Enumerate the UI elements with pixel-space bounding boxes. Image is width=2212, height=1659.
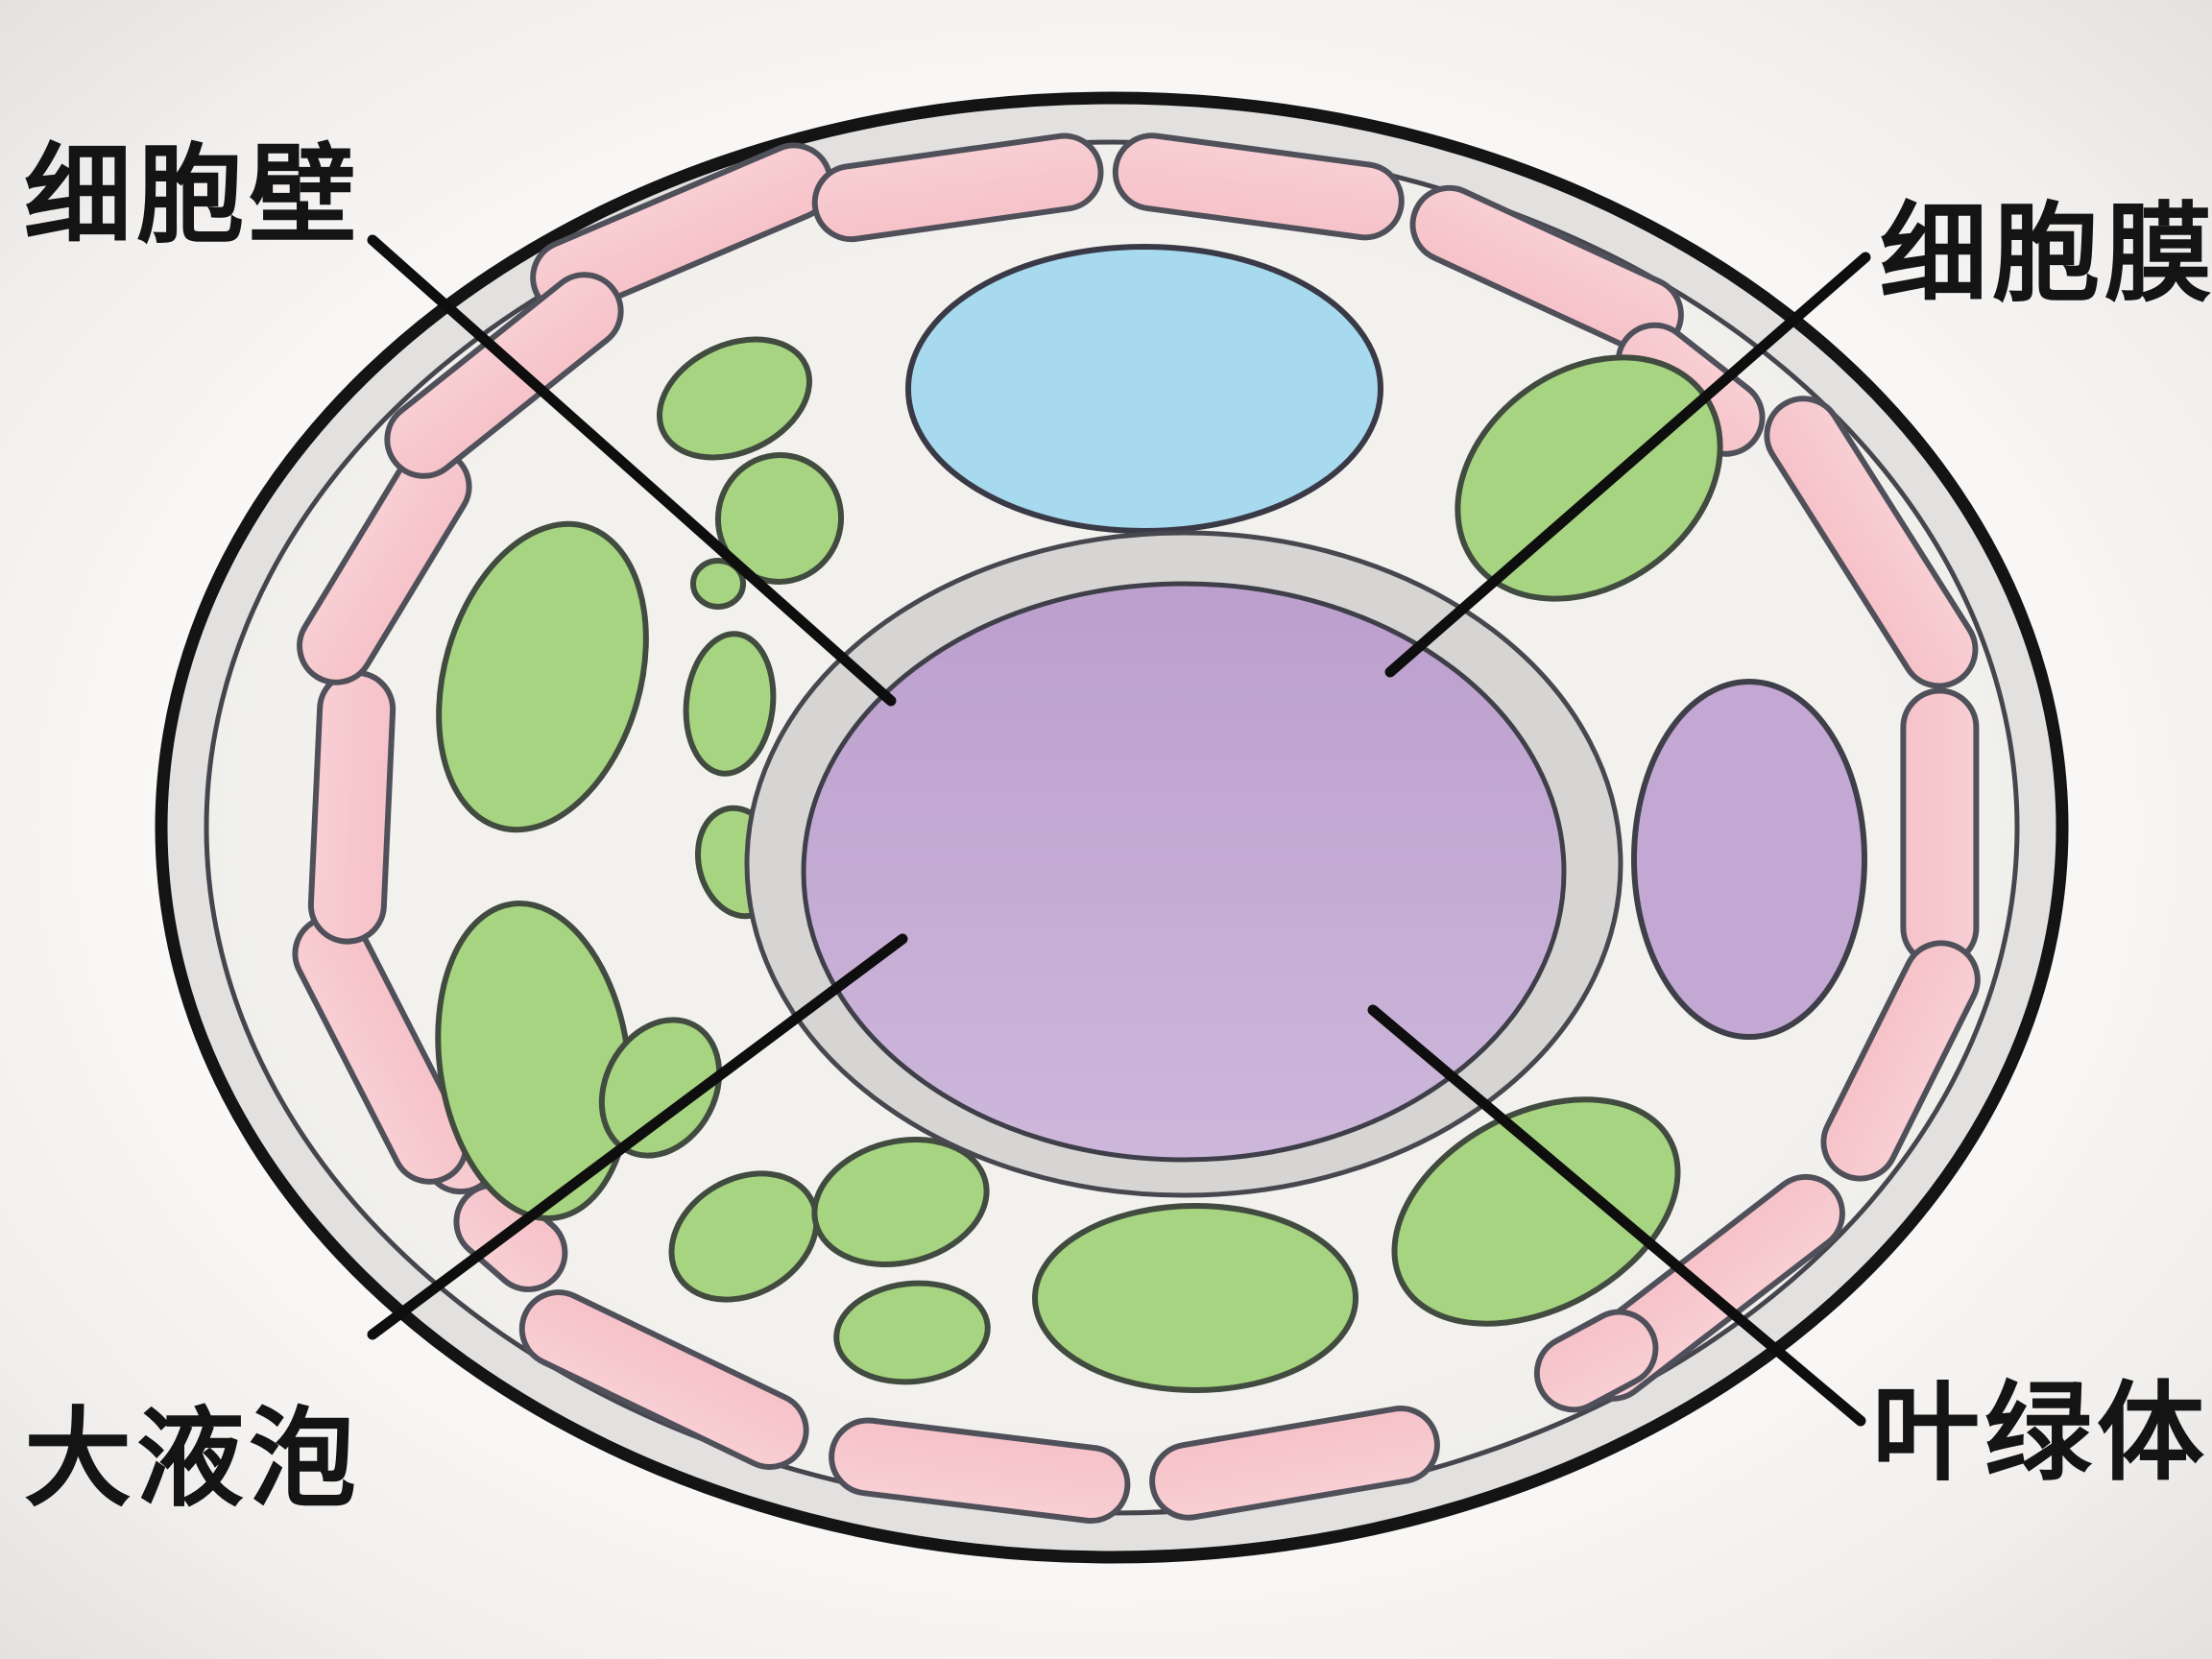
pink-organelle-pill: [1112, 132, 1405, 241]
chloroplast: [714, 452, 845, 585]
leader-line-chloroplast: [1367, 1004, 1866, 1427]
leader-line-cell-wall: [367, 234, 897, 707]
pink-organelle-pill: [530, 142, 833, 318]
pink-organelle-pill: [811, 132, 1104, 243]
pink-organelle-pill: [1149, 1405, 1440, 1521]
chloroplasts-group: [435, 336, 1723, 1393]
nucleus: [905, 244, 1383, 534]
pink-organelle-pill: [384, 272, 624, 479]
leader-line-cell-membrane: [1384, 252, 1871, 678]
leader-lines: [367, 234, 1871, 1427]
chloroplast: [1391, 1096, 1681, 1327]
label-cell-membrane: 细胞膜: [1880, 192, 2212, 317]
pink-organelle-pill: [307, 669, 397, 945]
pink-organelle-pill: [1900, 687, 1980, 968]
label-cell-wall: 细胞壁: [24, 133, 361, 258]
small-side-vacuole: [1631, 679, 1867, 1040]
chloroplast: [683, 631, 777, 777]
chloroplast: [811, 1137, 990, 1267]
pink-organelle-pill: [829, 1417, 1131, 1525]
chloroplast: [1032, 1203, 1358, 1393]
pink-organelle-pill: [1533, 1309, 1659, 1413]
pink-organelle-pill: [518, 1289, 809, 1470]
labels-group: 细胞壁 细胞膜 大液泡 叶绿体: [24, 133, 2212, 1522]
chloroplast: [668, 1170, 820, 1303]
chloroplast: [833, 1280, 991, 1385]
membrane-pill-ring: [292, 132, 1981, 1525]
label-vacuole: 大液泡: [24, 1397, 361, 1522]
chloroplast: [657, 336, 812, 461]
chloroplast: [436, 520, 649, 833]
leader-line-vacuole: [367, 933, 908, 1340]
chloroplast: [690, 558, 746, 610]
pink-organelle-pill: [1820, 940, 1981, 1182]
pink-organelle-pill: [1764, 396, 1979, 689]
label-chloroplast: 叶绿体: [1872, 1371, 2209, 1496]
